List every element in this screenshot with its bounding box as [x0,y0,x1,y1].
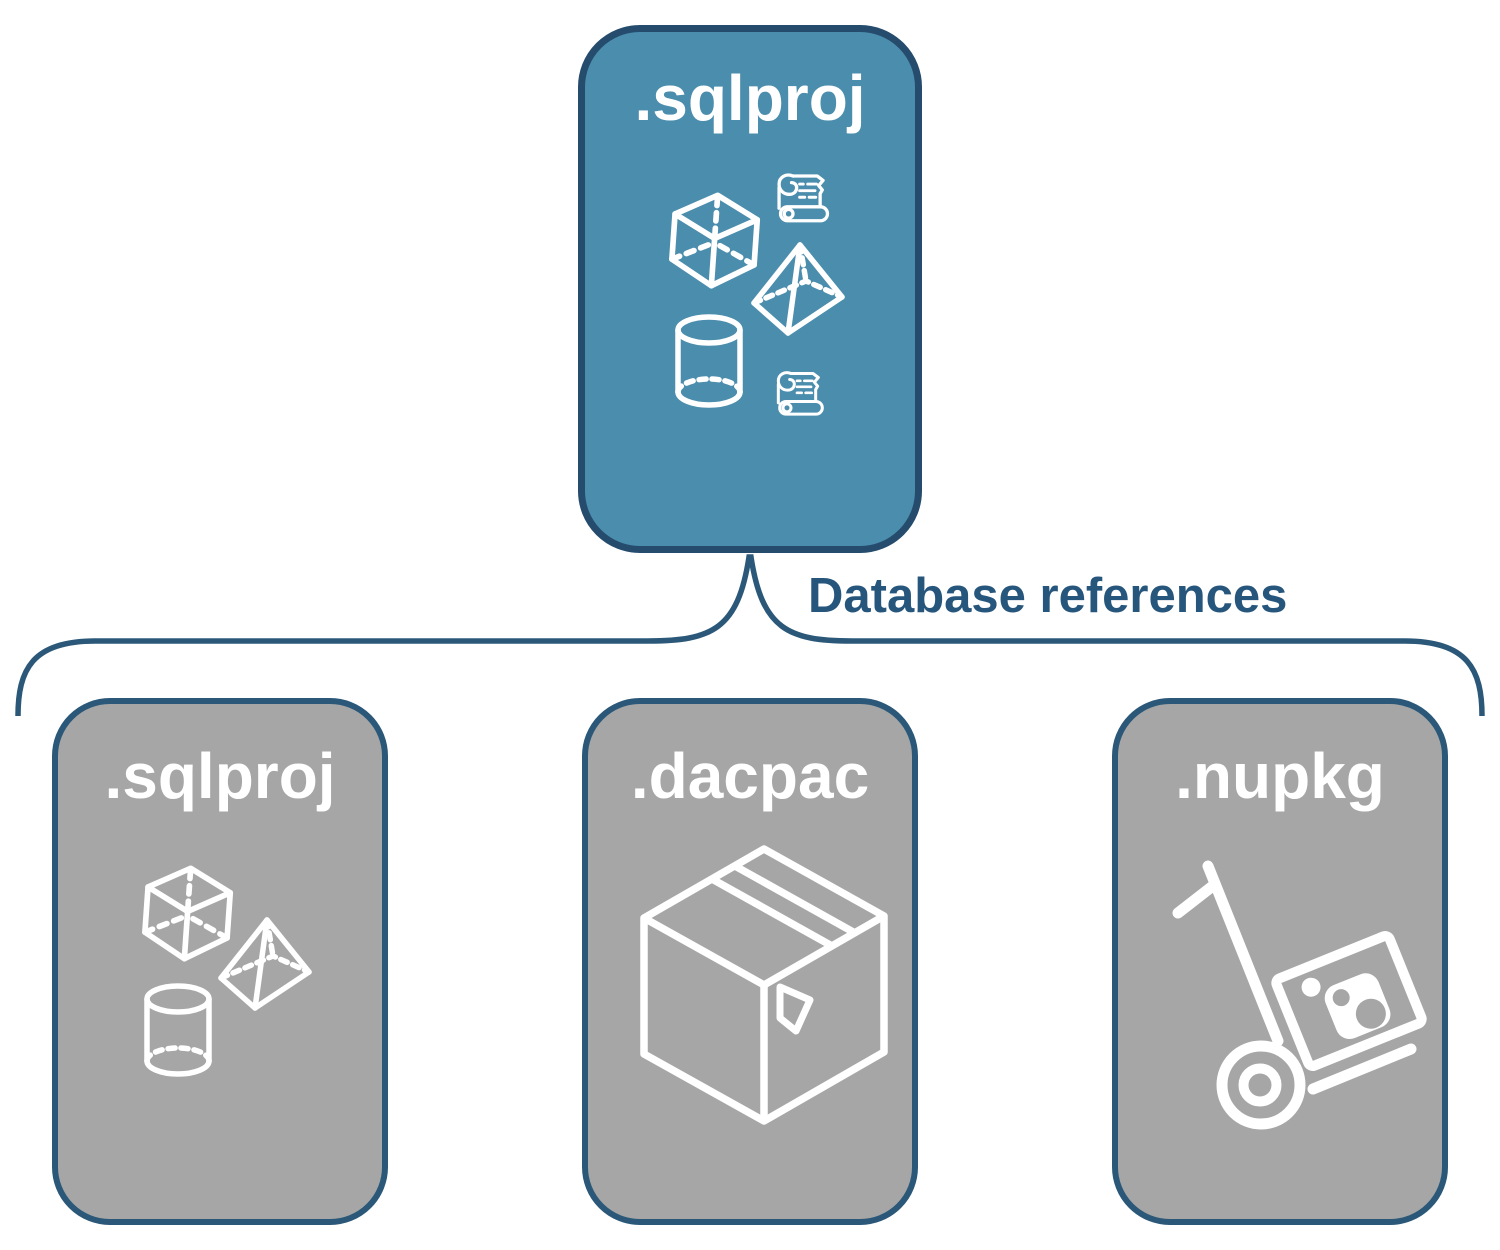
node-sqlproj-child: .sqlproj [52,698,388,1225]
package-box-icon [634,839,894,1139]
database-cylinder-icon [138,982,218,1082]
node-dacpac: .dacpac [582,698,918,1225]
pyramid-icon [210,914,320,1014]
node-label: .sqlproj [104,740,336,812]
script-scroll-icon [777,173,830,223]
node-label: .nupkg [1175,740,1385,812]
script-scroll-icon [776,371,824,416]
pyramid-icon [743,239,853,339]
node-label: .dacpac [630,740,870,812]
database-cylinder-icon [669,313,749,413]
node-nupkg: .nupkg [1112,698,1448,1225]
node-sqlproj-root: .sqlproj [578,25,922,553]
connector-label: Database references [808,569,1288,623]
nuget-hand-truck-icon [1146,836,1446,1166]
node-label: .sqlproj [634,62,866,134]
